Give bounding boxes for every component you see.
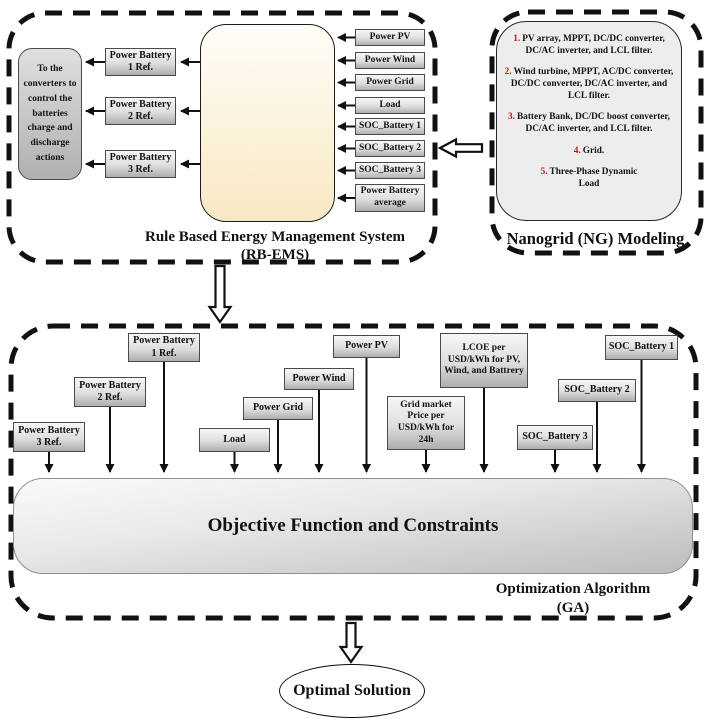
item-number: 1.: [513, 34, 521, 44]
soc-battery-3-box: SOC_Battery 3: [355, 162, 425, 179]
rbems-dashed-border: [6, 10, 438, 265]
nanogrid-item-3: 3.Battery Bank, DC/DC boost converter, D…: [501, 111, 677, 135]
ga-power-battery-2-ref-box: Power Battery 2 Ref.: [74, 377, 146, 407]
item-text: Battery Bank, DC/DC boost converter, DC/…: [516, 112, 671, 135]
ga-power-battery-3-ref-box: Power Battery 3 Ref.: [13, 422, 85, 452]
nanogrid-title: Nanogrid (NG) Modeling: [506, 229, 685, 248]
ga-lcoe-box: LCOE per USD/kWh for PV, Wind, and Battr…: [440, 333, 528, 388]
nanogrid-dashed-border: [489, 9, 704, 256]
ga-soc-battery-2-box: SOC_Battery 2: [558, 379, 636, 402]
rbems-title: Rule Based Energy Management System (RB-…: [125, 228, 425, 264]
ga-power-battery-1-ref-box: Power Battery 1 Ref.: [128, 333, 200, 362]
nanogrid-item-2: 2.Wind turbine, MPPT, AC/DC converter, D…: [501, 66, 677, 102]
rbems-core-box: [200, 24, 335, 222]
item-number: 4.: [573, 145, 581, 156]
power-wind-box: Power Wind: [355, 52, 425, 69]
nanogrid-item-1: 1.PV array, MPPT, DC/DC converter, DC/AC…: [501, 33, 677, 57]
nanogrid-item-5: 5.Three-Phase Dynamic Load: [533, 166, 645, 190]
ga-power-wind-box: Power Wind: [284, 368, 354, 390]
item-number: 2.: [504, 67, 512, 78]
item-text: PV array, MPPT, DC/DC converter, DC/AC i…: [522, 34, 665, 57]
ga-power-pv-box: Power PV: [333, 335, 400, 358]
power-grid-box: Power Grid: [355, 74, 425, 91]
rbems-title-line2: (RB-EMS): [240, 247, 310, 263]
nanogrid-to-rbems-arrow: [437, 137, 484, 159]
ga-to-solution-arrow: [338, 621, 364, 664]
item-number: 3.: [507, 112, 515, 123]
power-battery-1-ref-box: Power Battery 1 Ref.: [105, 48, 176, 76]
power-pv-box: Power PV: [355, 29, 425, 46]
ga-title: Optimization Algorithm (GA): [448, 580, 698, 618]
nanogrid-list-box: 1.PV array, MPPT, DC/DC converter, DC/AC…: [496, 21, 682, 221]
ga-soc-battery-1-box: SOC_Battery 1: [605, 335, 678, 360]
item-number: 5.: [540, 166, 548, 177]
objective-function-box: Objective Function and Constraints: [13, 478, 693, 574]
item-text: Wind turbine, MPPT, AC/DC converter, DC/…: [510, 67, 674, 102]
power-battery-3-ref-box: Power Battery 3 Ref.: [105, 150, 176, 178]
item-text: Three-Phase Dynamic Load: [549, 166, 638, 189]
ga-title-line1: Optimization Algorithm: [495, 581, 651, 597]
optimal-solution-ellipse: Optimal Solution: [279, 664, 425, 718]
ga-dashed-border: [8, 323, 699, 621]
rbems-to-ga-arrow: [207, 264, 233, 324]
ga-load-box: Load: [199, 428, 270, 452]
power-battery-2-ref-box: Power Battery 2 Ref.: [105, 97, 176, 125]
nanogrid-item-4: 4.Grid.: [501, 145, 677, 157]
rbems-title-line1: Rule Based Energy Management System: [145, 229, 405, 245]
soc-battery-1-box: SOC_Battery 1: [355, 118, 425, 135]
power-battery-average-box: Power Battery average: [355, 184, 425, 212]
converters-note-box: To the converters to control the batteri…: [18, 48, 82, 180]
item-text: Grid.: [582, 145, 605, 156]
ga-soc-battery-3-box: SOC_Battery 3: [517, 425, 593, 450]
ga-grid-market-price-box: Grid market Price per USD/kWh for 24h: [387, 396, 465, 450]
load-box: Load: [355, 97, 425, 114]
ga-power-grid-box: Power Grid: [243, 397, 313, 420]
soc-battery-2-box: SOC_Battery 2: [355, 140, 425, 157]
ga-title-line2: (GA): [556, 599, 590, 616]
